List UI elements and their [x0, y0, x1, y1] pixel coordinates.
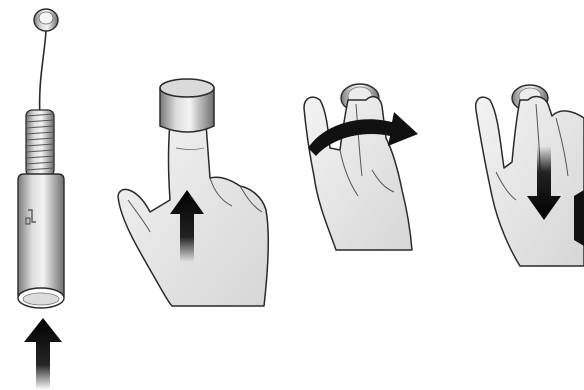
finger-cot-insert-icon [18, 9, 64, 308]
finger-cot-rotate-icon [304, 84, 412, 250]
arrow-up-icon [24, 318, 62, 390]
panel-step-2 [118, 79, 268, 306]
panel-step-3 [304, 84, 418, 250]
panel-step-4 [476, 85, 584, 266]
finger-cot-on-finger-icon [118, 79, 268, 306]
finger-cot-remove-icon [476, 85, 584, 266]
panel-step-1 [18, 9, 64, 390]
